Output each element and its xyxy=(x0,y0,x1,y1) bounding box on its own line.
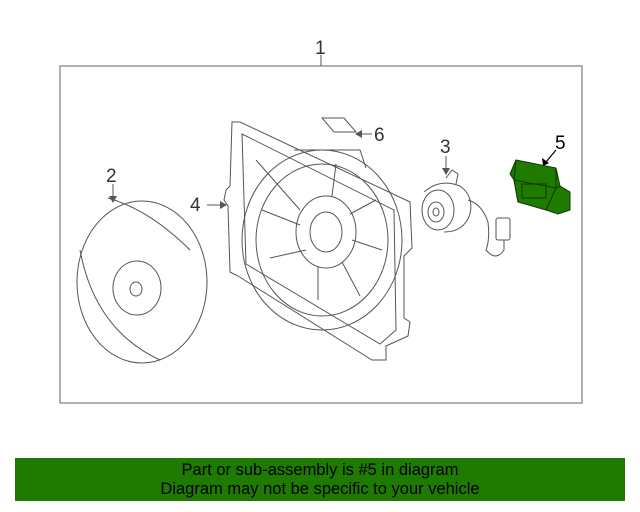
callout-number-4: 4 xyxy=(190,195,201,216)
assembly-frame xyxy=(59,65,583,404)
callout-leader-5 xyxy=(545,149,557,163)
fan-shroud-part-4 xyxy=(223,121,413,361)
callout-number-5: 5 xyxy=(555,133,566,154)
callout-arrow-5 xyxy=(542,158,549,166)
callout-number-2: 2 xyxy=(106,166,117,187)
banner-line-1: Part or sub-assembly is #5 in diagram xyxy=(181,461,459,479)
callout-arrow-4 xyxy=(220,201,227,209)
callout-arrow-6 xyxy=(355,130,362,138)
fan-motor-part-3 xyxy=(421,169,511,257)
callout-arrow-2 xyxy=(109,196,117,203)
callout-arrow-3 xyxy=(442,168,450,175)
callout-number-6: 6 xyxy=(374,125,385,146)
callout-number-1: 1 xyxy=(315,38,326,59)
control-module-part-5[interactable] xyxy=(509,159,571,215)
info-banner: Part or sub-assembly is #5 in diagram Di… xyxy=(15,458,625,501)
fan-blade-part-2 xyxy=(76,197,208,364)
banner-line-2: Diagram may not be specific to your vehi… xyxy=(160,480,480,498)
label-part-6 xyxy=(320,117,358,133)
callout-number-3: 3 xyxy=(440,137,451,158)
